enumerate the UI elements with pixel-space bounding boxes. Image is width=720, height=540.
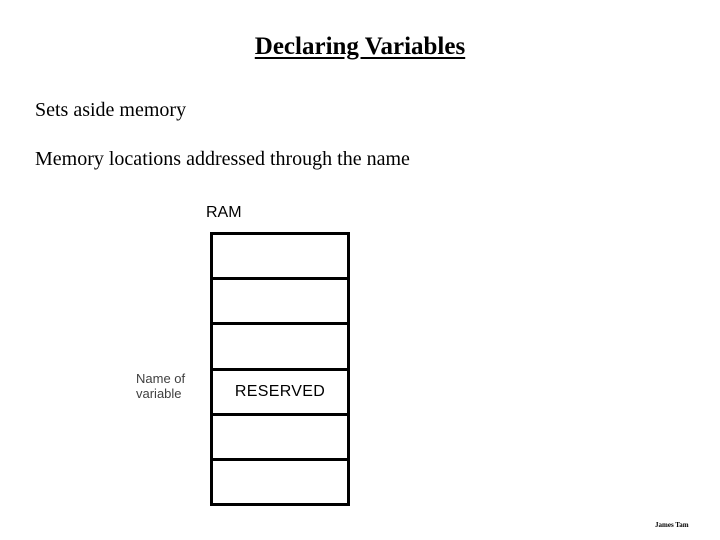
memory-cell xyxy=(213,415,347,461)
body-line-memory-locations: Memory locations addressed through the n… xyxy=(35,148,410,170)
memory-stack-diagram: RESERVED xyxy=(210,232,350,506)
memory-cell xyxy=(213,280,347,326)
footer-attribution: James Tam xyxy=(655,521,689,529)
ram-label: RAM xyxy=(206,204,242,221)
memory-cell xyxy=(213,325,347,371)
name-of-variable-line1: Name of xyxy=(136,371,186,386)
memory-cell-label: RESERVED xyxy=(234,383,326,401)
name-of-variable-line2: variable xyxy=(136,386,182,401)
body-line-sets-aside-memory: Sets aside memory xyxy=(35,99,187,121)
memory-cell xyxy=(213,235,347,281)
page-title-text: Declaring Variables xyxy=(254,33,466,60)
name-of-variable-caption: Name of variable xyxy=(136,371,206,401)
memory-cell-reserved: RESERVED xyxy=(213,370,347,416)
page-title: Declaring Variables xyxy=(0,32,720,62)
memory-cell xyxy=(213,460,347,504)
